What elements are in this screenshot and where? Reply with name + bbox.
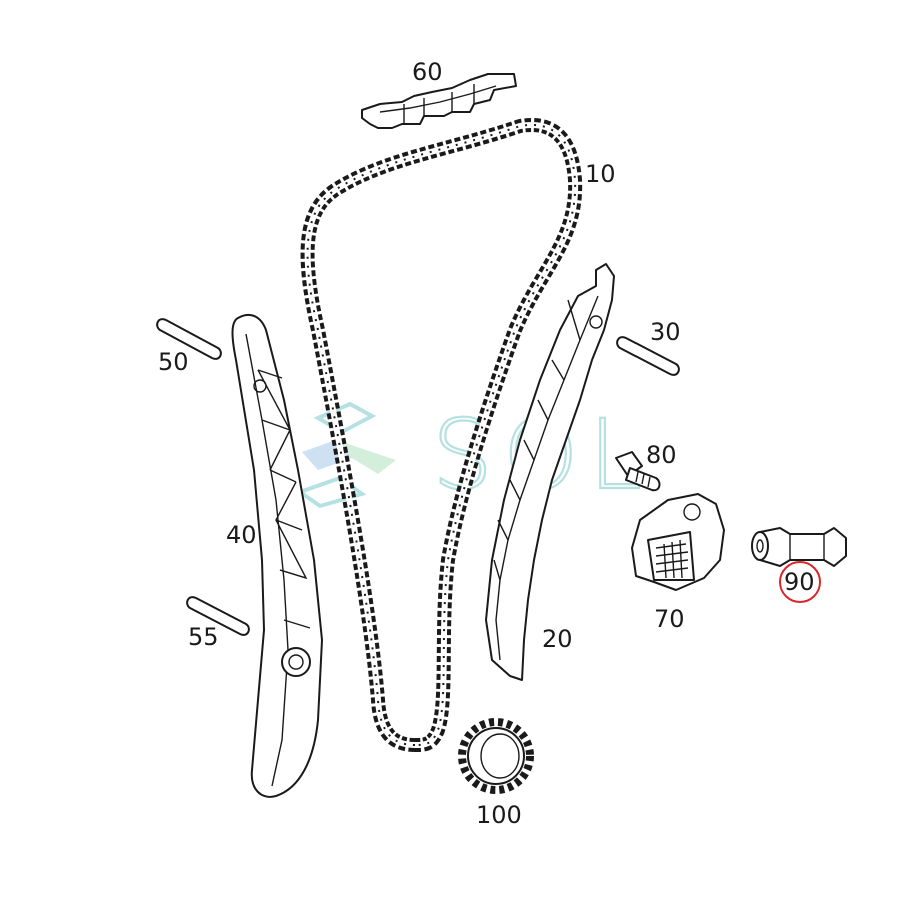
label-70: 70: [654, 605, 685, 633]
pin-50-part: [156, 318, 222, 360]
label-50: 50: [158, 348, 189, 376]
timing-chain-part: [300, 118, 583, 753]
left-guide-rail-part: [231, 313, 323, 798]
upper-guide-part: [361, 73, 517, 129]
label-20: 20: [542, 625, 573, 653]
bolt-part: [615, 451, 661, 492]
sprocket-part: [458, 718, 534, 794]
label-60: 60: [412, 58, 443, 86]
tensioner-plunger-part: [751, 527, 847, 567]
label-40: 40: [226, 521, 257, 549]
label-10: 10: [585, 160, 616, 188]
label-30: 30: [650, 318, 681, 346]
label-100: 100: [476, 801, 522, 829]
highlight-circle-90: [779, 561, 821, 603]
pin-30-part: [616, 336, 680, 376]
pin-55-part: [186, 596, 250, 636]
tensioner-rail-part: [485, 263, 615, 681]
label-55: 55: [188, 623, 219, 651]
label-80: 80: [646, 441, 677, 469]
label-90: 90: [784, 568, 815, 596]
tensioner-housing-part: [631, 493, 725, 591]
